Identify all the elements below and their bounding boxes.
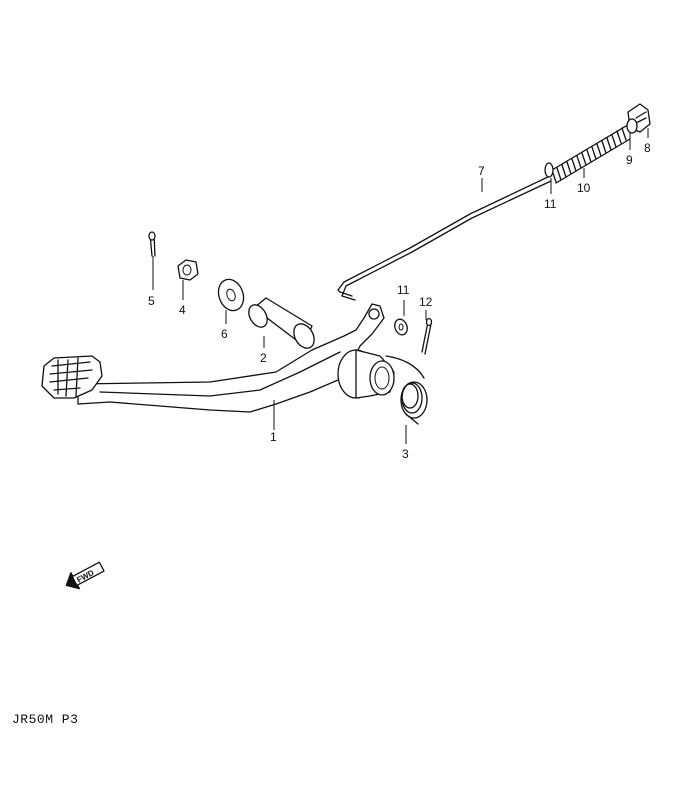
callout-12: 12 [419,295,433,309]
hex-nut [177,259,199,281]
callout-9: 9 [626,153,633,167]
flat-washer [217,278,245,312]
callout-11-upper: 11 [544,197,557,211]
callout-5: 5 [148,294,155,308]
callout-6: 6 [221,327,228,341]
brake-pedal-arm [41,303,395,413]
callout-1: 1 [270,430,277,444]
brake-rod [337,175,552,301]
pedal-washer [394,318,408,336]
adjusting-nut [626,103,651,134]
rod-spring [551,125,631,184]
callout-7: 7 [478,164,485,178]
callout-3: 3 [402,447,409,461]
callout-11-lower: 11 [397,283,410,297]
callout-10: 10 [577,181,591,195]
forward-arrow-icon: FWD [65,561,105,590]
rod-washer [544,162,554,178]
callout-8: 8 [644,141,651,155]
return-spring [385,355,428,425]
model-code: JR50M P3 [12,712,79,727]
callout-2: 2 [260,351,267,365]
callout-4: 4 [179,303,186,317]
leader-lines [152,128,649,444]
pivot-bushing [248,297,315,349]
split-pin [421,317,433,355]
cotter-pin [148,231,156,257]
